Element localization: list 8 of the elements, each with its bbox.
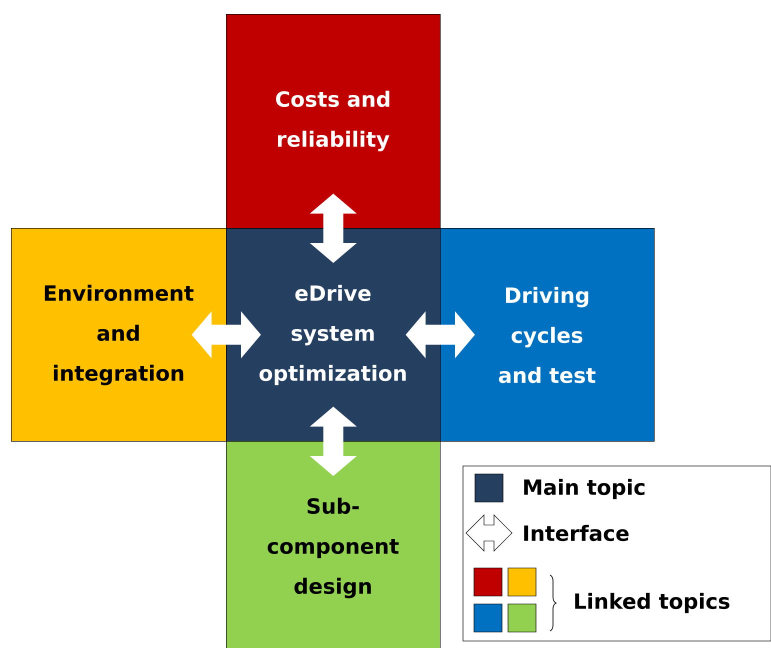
legend-label: Main topic	[524, 478, 644, 500]
legend-label: Interface	[524, 524, 629, 542]
topic-box: Environment and integration	[11, 228, 227, 442]
topic-box: Driving cycles and test	[440, 228, 655, 442]
legend-label: Linked topics	[575, 592, 730, 614]
topic-box: Sub-component design	[226, 441, 441, 648]
topic-box: eDrive system optimization	[226, 228, 441, 442]
topic-box: Costs and reliability	[226, 14, 441, 229]
